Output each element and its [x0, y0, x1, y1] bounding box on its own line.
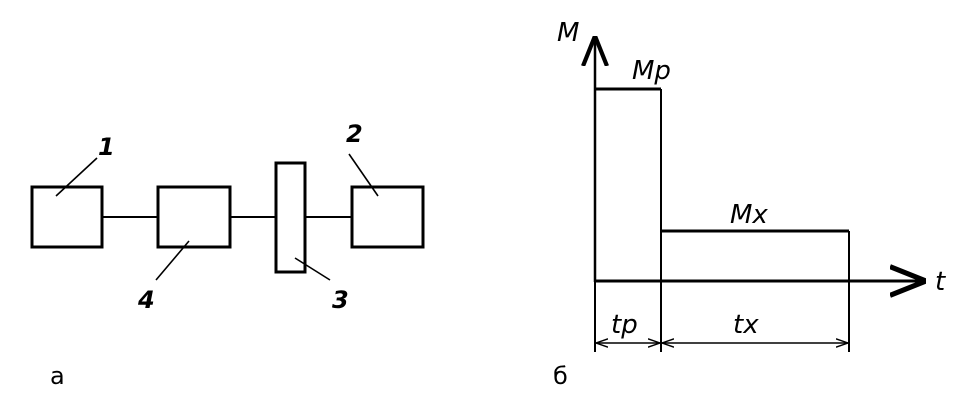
block-diagram: 1 2 3 4 а	[30, 120, 425, 390]
tp-label: tp	[611, 310, 638, 340]
x-axis-label: t	[935, 267, 946, 297]
mp-label: Mp	[632, 56, 671, 86]
torque-graph: M t Mp Mx tp tx б	[553, 18, 946, 390]
y-axis-label: M	[557, 18, 579, 48]
block-3-flywheel	[274, 161, 307, 274]
leader-1	[55, 157, 98, 197]
tx-label: tx	[733, 310, 759, 340]
leader-4	[155, 240, 190, 281]
block-2	[350, 185, 425, 249]
label-3: 3	[332, 286, 349, 314]
label-4: 4	[137, 286, 155, 314]
caption-a: а	[50, 362, 65, 390]
label-2: 2	[346, 120, 363, 148]
block-4	[156, 185, 232, 249]
caption-b: б	[553, 362, 568, 390]
leader-3	[294, 257, 331, 281]
block-1	[30, 185, 104, 249]
mx-label: Mx	[730, 200, 768, 230]
label-1: 1	[98, 133, 115, 161]
leader-2	[348, 153, 379, 197]
